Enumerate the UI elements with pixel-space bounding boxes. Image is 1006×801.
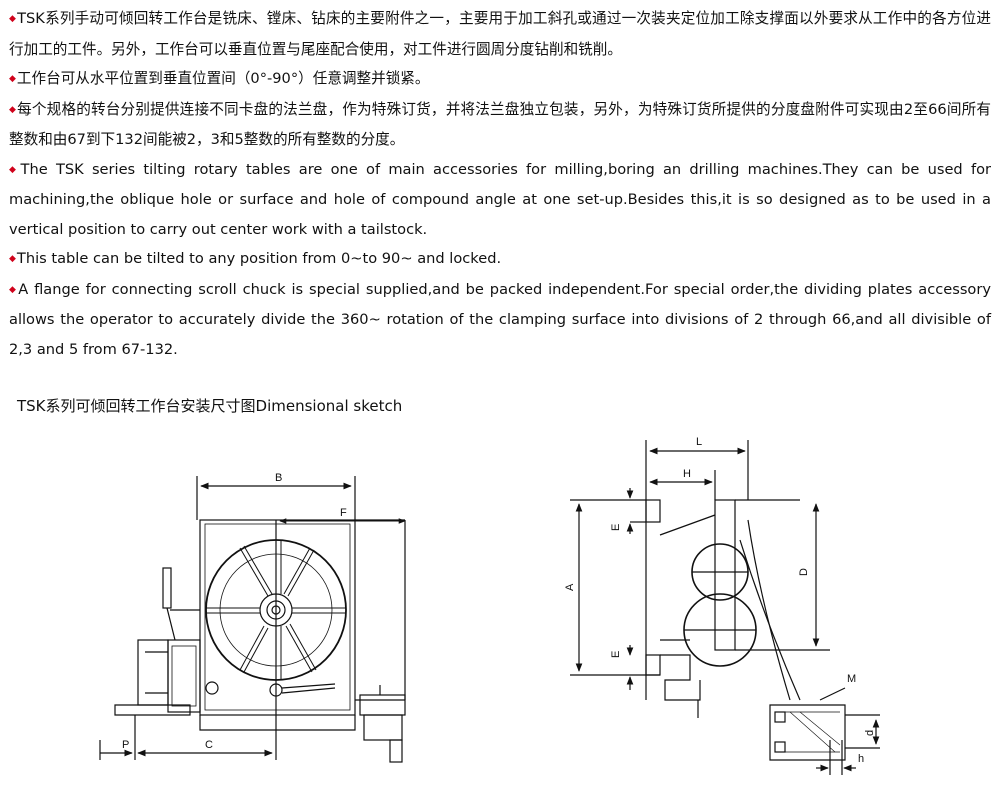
- dim-label-h: h: [858, 753, 864, 765]
- dim-label-D: D: [798, 568, 810, 576]
- dim-label-E-bottom: E: [610, 651, 622, 658]
- dim-label-M: M: [847, 673, 856, 685]
- bullet-icon: ◆: [9, 284, 18, 295]
- dim-label-A: A: [564, 583, 576, 591]
- paragraph-en-2: ◆This table can be tilted to any positio…: [9, 250, 502, 267]
- bullet-icon: ◆: [9, 14, 17, 24]
- dim-label-H: H: [683, 468, 691, 480]
- slot-detail-drawing: [769, 687, 880, 775]
- dim-label-B: B: [275, 472, 282, 484]
- dim-label-F: F: [340, 507, 347, 519]
- paragraph-cn-3: ◆每个规格的转台分别提供连接不同卡盘的法兰盘，作为特殊订货，并将法兰盘独立包装，…: [9, 100, 991, 149]
- dim-label-C: C: [205, 739, 213, 751]
- paragraph-cn-1: ◆TSK系列手动可倾回转工作台是铣床、镗床、钻床的主要附件之一，主要用于加工斜孔…: [9, 10, 992, 58]
- bullet-icon: ◆: [9, 164, 20, 175]
- dim-label-E-top: E: [610, 524, 622, 531]
- drawing-caption: TSK系列可倾回转工作台安装尺寸图Dimensional sketch: [17, 397, 403, 415]
- paragraph-en-3: ◆A flange for connecting scroll chuck is…: [9, 280, 991, 358]
- dim-label-P: P: [122, 739, 129, 751]
- dim-label-L: L: [696, 436, 702, 448]
- dim-label-d: d: [864, 730, 876, 736]
- bullet-icon: ◆: [9, 104, 17, 115]
- description-text: ◆TSK系列手动可倾回转工作台是铣床、镗床、钻床的主要附件之一，主要用于加工斜孔…: [9, 4, 991, 364]
- bullet-icon: ◆: [9, 254, 16, 264]
- bullet-icon: ◆: [9, 74, 16, 84]
- front-view-drawing: [114, 476, 406, 763]
- side-view-drawing: [570, 440, 830, 718]
- paragraph-cn-2: ◆工作台可从水平位置到垂直位置间（0°-90°）任意调整并锁紧。: [9, 70, 430, 87]
- paragraph-en-1: ◆The TSK series tilting rotary tables ar…: [9, 160, 992, 238]
